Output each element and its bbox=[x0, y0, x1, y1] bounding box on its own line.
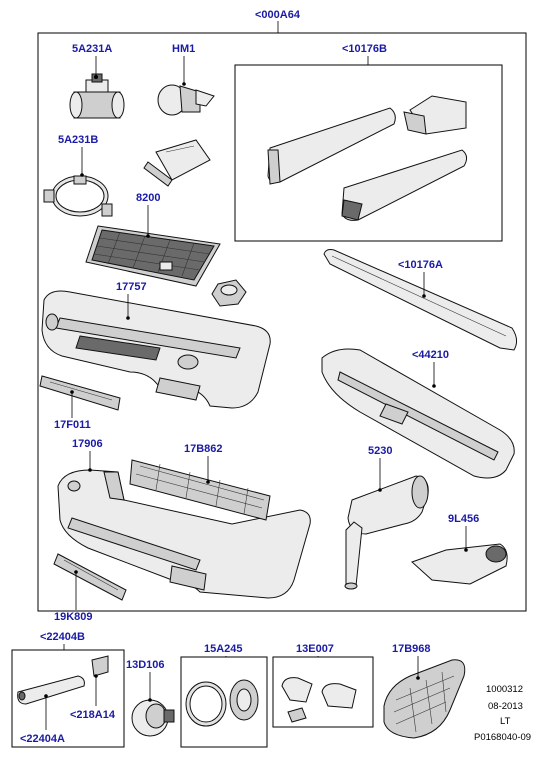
callout-17757[interactable]: 17757 bbox=[116, 281, 147, 293]
callout-17906[interactable]: 17906 bbox=[72, 438, 103, 450]
callout-17B968[interactable]: 17B968 bbox=[392, 643, 431, 655]
callout-22404A[interactable]: <22404A bbox=[20, 733, 65, 745]
part-5A231A-clamp[interactable] bbox=[69, 73, 125, 119]
callout-5230[interactable]: 5230 bbox=[368, 445, 392, 457]
part-13D106-lamp-holder[interactable] bbox=[131, 699, 175, 737]
part-17757-front-bumper[interactable] bbox=[41, 290, 271, 409]
callout-5A231B[interactable]: 5A231B bbox=[58, 134, 98, 146]
callout-15A245[interactable]: 15A245 bbox=[204, 643, 243, 655]
callout-17F011[interactable]: 17F011 bbox=[54, 419, 91, 431]
part-bracket-clip[interactable] bbox=[143, 139, 211, 187]
callout-22404B[interactable]: <22404B bbox=[40, 631, 85, 643]
callout-10176A[interactable]: <10176A bbox=[398, 259, 443, 271]
part-10176A-moulding[interactable] bbox=[323, 249, 518, 351]
callout-218A14[interactable]: <218A14 bbox=[70, 709, 116, 721]
meta-illustration-id: P0168040-09 bbox=[474, 732, 531, 743]
meta-ref-number: 1000312 bbox=[486, 684, 523, 695]
callout-13E007[interactable]: 13E007 bbox=[296, 643, 334, 655]
callout-19K809[interactable]: 19K809 bbox=[54, 611, 93, 623]
part-9L456-tailpipe-tip[interactable] bbox=[411, 543, 508, 585]
part-17B968-vent[interactable] bbox=[383, 659, 466, 739]
meta-date: 08-2013 bbox=[488, 701, 523, 712]
main-assembly-frame bbox=[37, 32, 527, 612]
callout-8200[interactable]: 8200 bbox=[136, 192, 160, 204]
callout-17B862[interactable]: 17B862 bbox=[184, 443, 223, 455]
part-15A245-bezel[interactable] bbox=[185, 679, 259, 727]
part-8200-grille[interactable] bbox=[85, 225, 221, 287]
sub-frame-13E007 bbox=[272, 656, 374, 728]
sub-frame-10176B bbox=[234, 64, 503, 242]
part-5230-muffler[interactable] bbox=[344, 475, 429, 590]
sub-frame-15A245 bbox=[180, 656, 268, 748]
part-17906-rear-bumper[interactable] bbox=[57, 469, 311, 599]
part-44210-spoiler[interactable] bbox=[321, 348, 515, 479]
part-13E007-caps[interactable] bbox=[281, 677, 357, 723]
callout-44210[interactable]: <44210 bbox=[412, 349, 449, 361]
callout-13D106[interactable]: 13D106 bbox=[126, 659, 165, 671]
callout-HM1[interactable]: HM1 bbox=[172, 43, 195, 55]
sub-frame-22404B bbox=[11, 649, 125, 748]
part-10176B-panels[interactable] bbox=[267, 95, 468, 221]
callout-10176B[interactable]: <10176B bbox=[342, 43, 387, 55]
meta-region: LT bbox=[500, 716, 511, 727]
part-19K809-strip[interactable] bbox=[53, 553, 127, 601]
part-17F011-strip[interactable] bbox=[39, 375, 121, 411]
callout-000A64[interactable]: <000A64 bbox=[255, 9, 301, 21]
part-22404B-handle[interactable] bbox=[17, 655, 109, 705]
part-HM1-clip[interactable] bbox=[157, 84, 215, 116]
part-nut[interactable] bbox=[211, 279, 247, 307]
part-17B862-absorber[interactable] bbox=[129, 459, 271, 521]
part-5A231B-strap-clamp[interactable] bbox=[43, 175, 113, 217]
callout-9L456[interactable]: 9L456 bbox=[448, 513, 479, 525]
callout-5A231A[interactable]: 5A231A bbox=[72, 43, 112, 55]
